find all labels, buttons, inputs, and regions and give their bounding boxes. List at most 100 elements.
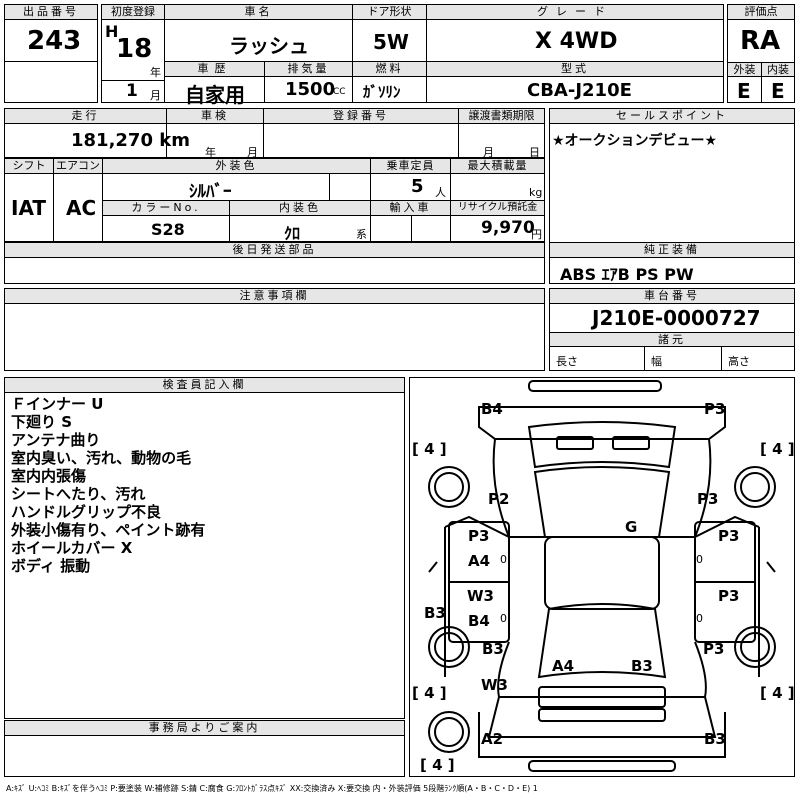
capacity-label: 乗車定員	[370, 158, 451, 174]
recycle-label: リサイクル預託金	[450, 200, 545, 216]
sales-cell: ★オークションデビュー★	[549, 123, 795, 243]
recycle-unit: 円	[531, 228, 542, 241]
note-line: ハンドルグリップ不良	[11, 503, 162, 521]
shift: IAT	[11, 196, 47, 220]
int-color: ｸﾛ	[284, 224, 301, 243]
note-line: 下廻り S	[11, 413, 73, 431]
equip-label: 純正装備	[549, 242, 795, 258]
chassis-number: J210E-0000727	[592, 306, 761, 330]
door-cell: 5W	[352, 19, 427, 62]
int-label: 内装	[761, 62, 795, 77]
car-name-cell: ラッシュ	[164, 19, 353, 62]
ext-color-blank	[329, 173, 371, 201]
color-no-cell: S28	[102, 215, 230, 242]
int-color-label: 内装色	[229, 200, 371, 216]
year-unit: 年	[150, 66, 161, 79]
inspection-cell: 年 月	[166, 123, 264, 159]
model-label: 型式	[426, 61, 724, 77]
lot-blank	[4, 61, 98, 103]
recycle-cell: 9,970 円	[450, 215, 545, 242]
tire-label: [ 4 ]	[412, 440, 447, 458]
height-cell: 高さ	[721, 346, 795, 371]
sales-text: ★オークションデビュー★	[552, 133, 718, 149]
parts-label: 後日発送部品	[4, 242, 545, 258]
note-line: アンテナ曲り	[11, 431, 101, 449]
import-cell-b	[411, 215, 451, 242]
history: 自家用	[185, 83, 245, 107]
import-cell-a	[370, 215, 412, 242]
first-reg-year: 18	[116, 34, 153, 64]
capacity-cell: 5 人	[370, 173, 451, 201]
grade-cell: X 4WD	[426, 19, 724, 62]
note-line: ボディ 振動	[11, 557, 91, 575]
damage-mark: G	[625, 518, 638, 536]
ext-label: 外装	[727, 62, 762, 77]
equip-cell: ABS ｴｱB PS PW	[549, 257, 795, 284]
diagram-zero: 0	[696, 612, 703, 625]
damage-mark: B3	[482, 640, 504, 658]
recycle-fee: 9,970	[481, 218, 535, 238]
office-cell	[4, 735, 405, 777]
sales-label: セールスポイント	[549, 108, 795, 124]
transfer-cell: 月 日	[458, 123, 545, 159]
history-cell: 自家用	[164, 76, 265, 107]
door-label: ドア形状	[352, 4, 427, 20]
damage-mark: P2	[488, 490, 510, 508]
mileage-label: 走行	[4, 108, 167, 124]
note-line: 室内内張傷	[11, 467, 87, 485]
load-unit: kg	[529, 186, 543, 199]
score-cell: RA	[727, 19, 795, 63]
color-no: S28	[151, 220, 185, 239]
fuel: ｶﾞｿﾘﾝ	[363, 83, 401, 101]
car-diagram	[409, 380, 795, 772]
note-line: シートへたり、汚れ	[11, 485, 146, 503]
caution-label: 注意事項欄	[4, 288, 545, 304]
note-line: Ｆインナー U	[11, 395, 104, 413]
car-name-label: 車名	[164, 4, 353, 20]
transfer-day-unit: 日	[529, 146, 540, 159]
first-reg-label: 初度登録	[101, 4, 165, 20]
ac-cell: AC	[53, 173, 103, 242]
displacement-label: 排気量	[264, 61, 353, 77]
damage-mark: P3	[718, 527, 740, 545]
ext-color-cell: ｼﾙﾊﾞｰ	[102, 173, 330, 202]
insp-year-unit: 年	[205, 146, 216, 159]
ext-color: ｼﾙﾊﾞｰ	[189, 182, 232, 202]
diagram-zero: 0	[500, 612, 507, 625]
length-label: 長さ	[556, 355, 578, 368]
int-grade-cell: E	[761, 76, 795, 103]
damage-mark: B4	[481, 400, 503, 418]
parts-cell	[4, 257, 545, 284]
transfer-month-unit: 月	[483, 146, 494, 159]
mileage: 181,270 km	[71, 130, 190, 151]
damage-mark: A4	[552, 657, 575, 675]
door-type: 5W	[373, 30, 409, 54]
chassis-cell: J210E-0000727	[549, 303, 795, 333]
mileage-cell: 181,270 km	[4, 123, 190, 158]
tire-label: [ 4 ]	[760, 440, 795, 458]
damage-mark: P3	[718, 587, 740, 605]
inspector-label: 検査員記入欄	[4, 377, 405, 393]
int-color-unit: 系	[356, 228, 367, 241]
fuel-cell: ｶﾞｿﾘﾝ	[352, 76, 427, 103]
displacement-unit: CC	[333, 87, 346, 97]
damage-mark: B3	[704, 730, 726, 748]
transfer-label: 譲渡書類期限	[458, 108, 545, 124]
width-label: 幅	[651, 355, 662, 368]
tire-label: [ 4 ]	[420, 756, 455, 774]
load-cell: kg	[450, 173, 545, 201]
diagram-zero: 0	[500, 553, 507, 566]
shift-label: シフト	[4, 158, 54, 174]
int-color-cell: ｸﾛ 系	[229, 215, 371, 243]
damage-mark: P3	[697, 490, 719, 508]
capacity: 5	[411, 176, 424, 197]
chassis-label: 車台番号	[549, 288, 795, 304]
insp-month-unit: 月	[247, 146, 258, 159]
history-label: 車歴	[164, 61, 265, 77]
model: CBA-J210E	[527, 80, 632, 101]
displacement: 1500	[285, 79, 336, 100]
first-reg-month: 1	[126, 81, 138, 101]
inspection-label: 車検	[166, 108, 264, 124]
month-unit: 月	[150, 89, 161, 102]
spec-label: 諸元	[549, 332, 795, 347]
